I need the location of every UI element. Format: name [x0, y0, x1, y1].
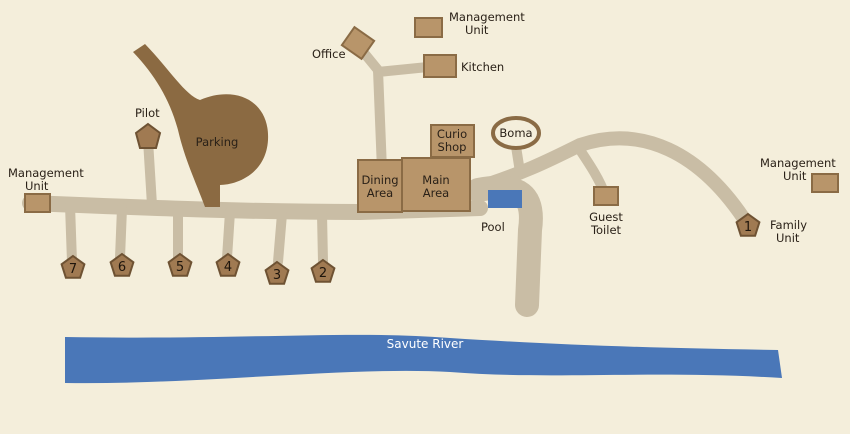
- management-unit-left-label-2: Unit: [25, 179, 49, 193]
- guest-unit-number: 3: [273, 268, 281, 283]
- building-dining-area: [357, 159, 403, 213]
- pilot-label: Pilot: [135, 106, 160, 120]
- family-unit-label-2: Unit: [776, 231, 800, 245]
- guest-unit-7: [60, 254, 86, 279]
- pool-label: Pool: [481, 220, 505, 234]
- guest-unit-number: 5: [176, 260, 184, 275]
- building-kitchen: [423, 54, 457, 78]
- building-main-area: [401, 157, 471, 212]
- pool: [488, 190, 522, 208]
- guest-toilet-label-2: Toilet: [590, 223, 622, 237]
- building-office: [340, 25, 376, 61]
- management-unit-right-label: Management: [760, 156, 836, 170]
- savute-river: [65, 334, 782, 384]
- office-label: Office: [312, 47, 346, 61]
- guest-unit-2: [310, 258, 336, 283]
- parking-area: [133, 44, 269, 207]
- management-unit-top-label-2: Unit: [465, 23, 489, 37]
- guest-unit-3: [264, 260, 290, 285]
- boma-label: Boma: [499, 126, 532, 140]
- building-pilot: [134, 122, 162, 149]
- building-curio-shop: [430, 124, 475, 158]
- guest-toilet-label: Guest: [589, 210, 623, 224]
- guest-unit-number: 2: [319, 266, 327, 281]
- building-management-unit-top: [414, 17, 443, 38]
- guest-unit-number: 4: [224, 260, 232, 275]
- boma: [491, 116, 541, 150]
- dining-area-label: Dining: [361, 173, 398, 187]
- family-unit-label: Family: [770, 218, 807, 232]
- kitchen-label: Kitchen: [461, 60, 504, 74]
- main-area-label-2: Area: [423, 186, 449, 200]
- guest-unit-6: [109, 252, 135, 277]
- guest-unit-number: 7: [69, 262, 77, 277]
- management-unit-left-label: Management: [8, 166, 84, 180]
- building-guest-toilet: [593, 186, 619, 206]
- curio-shop-label-2: Shop: [438, 140, 467, 154]
- main-area-label: Main: [422, 173, 449, 187]
- guest-unit-1: [735, 212, 761, 237]
- parking-label: Parking: [196, 135, 239, 149]
- management-unit-right-label-2: Unit: [783, 169, 807, 183]
- guest-unit-5: [167, 252, 193, 277]
- dining-area-label-2: Area: [367, 186, 393, 200]
- curio-shop-label: Curio: [437, 127, 467, 141]
- building-management-unit-left: [24, 193, 51, 213]
- management-unit-top-label: Management: [449, 10, 525, 24]
- guest-unit-number: 1: [744, 220, 752, 235]
- guest-unit-number: 6: [118, 260, 126, 275]
- guest-unit-4: [215, 252, 241, 277]
- guest-units: 1 2 3 4 5 6 7: [60, 212, 761, 285]
- building-management-unit-right: [811, 173, 839, 193]
- river-label: Savute River: [387, 337, 464, 351]
